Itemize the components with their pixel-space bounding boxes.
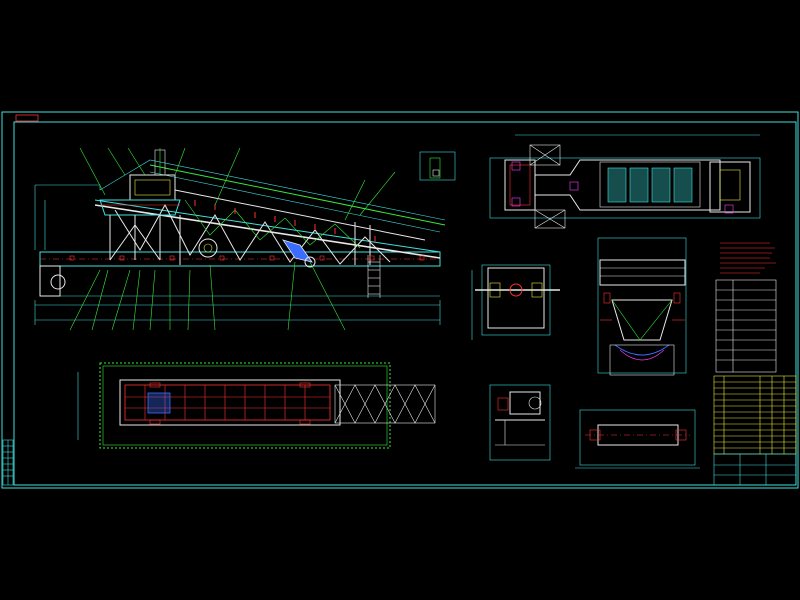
tension-unit [282, 239, 316, 268]
pulley-detail [575, 409, 700, 469]
upper-guard-rail [35, 159, 446, 221]
callout-leaders [69, 147, 396, 331]
main-elevation-view [34, 147, 456, 331]
elevation-dimensions [34, 300, 441, 325]
base-hole-row [69, 255, 425, 261]
drive-pulley [198, 238, 218, 258]
sheet-tag-box [15, 114, 39, 122]
access-ladder [367, 255, 381, 298]
left-revision-strip [2, 439, 14, 486]
title-block [713, 453, 797, 486]
parts-list [713, 375, 797, 455]
technical-requirements [720, 242, 776, 274]
support-legs [109, 215, 371, 265]
parameter-table [715, 279, 777, 373]
feed-hopper [99, 149, 181, 216]
cross-section-view [597, 237, 687, 376]
inner-drawing-frame [13, 121, 797, 486]
plan-view [77, 362, 436, 449]
drive-motor-detail [489, 384, 551, 461]
screen-panels [607, 167, 693, 203]
inclined-conveyor-frame [94, 164, 446, 265]
plan-truss-extension [334, 384, 436, 424]
end-section-view [471, 264, 560, 340]
head-unit-plan [489, 134, 761, 229]
outer-sheet-border [1, 111, 799, 489]
section-detail-small [419, 151, 456, 181]
